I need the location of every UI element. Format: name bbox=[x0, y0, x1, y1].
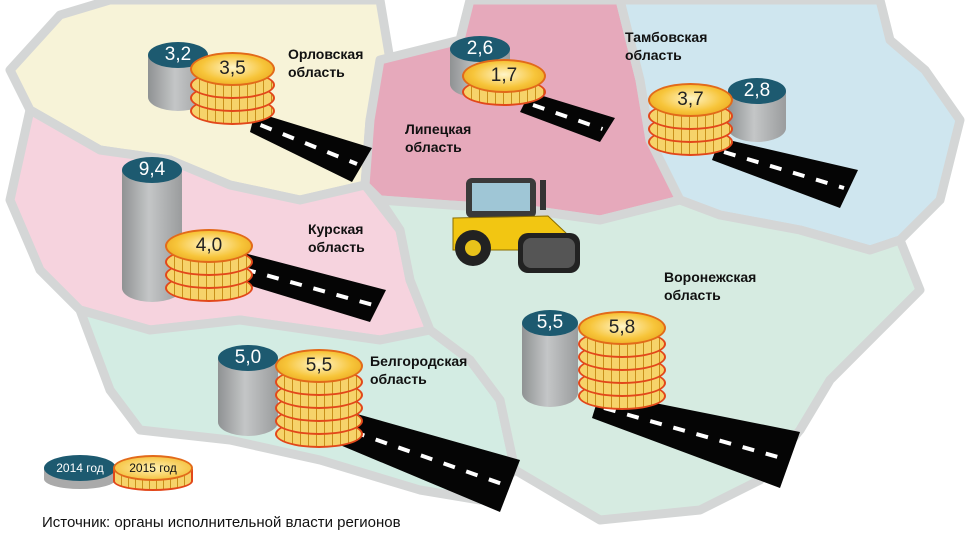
region-suffix: область bbox=[405, 139, 462, 155]
legend-2014-label: 2014 год bbox=[44, 455, 116, 481]
region-name: Липецкая bbox=[405, 121, 472, 137]
value-2015: 5,8 bbox=[578, 311, 666, 345]
road-icon bbox=[232, 252, 386, 322]
value-2014: 5,0 bbox=[218, 345, 278, 371]
bar-2015: 4,0 bbox=[165, 229, 253, 302]
region-suffix: область bbox=[370, 371, 427, 387]
region-label: Воронежская область bbox=[664, 268, 756, 304]
value-2014: 5,5 bbox=[522, 310, 578, 336]
region-suffix: область bbox=[308, 239, 365, 255]
value-2014: 3,2 bbox=[148, 42, 208, 68]
cylinder-body bbox=[522, 323, 578, 408]
region-name: Курская bbox=[308, 221, 364, 237]
cylinder-body bbox=[218, 358, 278, 437]
bar-2015: 3,5 bbox=[190, 52, 275, 125]
legend-2015-label: 2015 год bbox=[113, 455, 193, 481]
road-marking bbox=[723, 150, 845, 190]
bar-2015: 3,7 bbox=[648, 83, 733, 156]
value-2015: 5,5 bbox=[275, 349, 363, 383]
road-icon bbox=[340, 412, 520, 512]
region-label: Липецкая область bbox=[405, 120, 471, 156]
source-note: Источник: органы исполнительной власти р… bbox=[42, 514, 401, 531]
region-suffix: область bbox=[288, 64, 345, 80]
value-2015: 4,0 bbox=[165, 229, 253, 263]
value-2015: 3,5 bbox=[190, 52, 275, 86]
region-suffix: область bbox=[625, 47, 682, 63]
region-label: Тамбовская область bbox=[625, 28, 707, 64]
road-marking bbox=[259, 123, 358, 166]
region-name: Воронежская bbox=[664, 269, 757, 285]
bar-2015: 5,8 bbox=[578, 311, 666, 410]
region-suffix: область bbox=[664, 287, 721, 303]
region-name: Белгородская bbox=[370, 353, 468, 369]
region-name: Тамбовская bbox=[625, 29, 708, 45]
bar-2014: 2,8 bbox=[728, 78, 786, 143]
road-roller-icon bbox=[452, 178, 580, 273]
value-2014: 2,6 bbox=[450, 36, 510, 62]
bar-2014: 5,0 bbox=[218, 345, 278, 437]
legend-2014: 2014 год bbox=[44, 455, 116, 489]
road-icon bbox=[520, 92, 615, 142]
value-2014: 9,4 bbox=[122, 157, 182, 183]
road-icon bbox=[712, 138, 858, 208]
region-name: Орловская bbox=[288, 46, 364, 62]
value-2014: 2,8 bbox=[728, 78, 786, 104]
region-label: Курская область bbox=[308, 220, 365, 256]
road-marking bbox=[603, 406, 786, 461]
value-2015: 1,7 bbox=[462, 59, 546, 93]
bar-2015: 5,5 bbox=[275, 349, 363, 448]
road-icon bbox=[592, 392, 800, 488]
bar-2014: 5,5 bbox=[522, 310, 578, 408]
road-marking bbox=[352, 429, 506, 487]
legend-2015: 2015 год bbox=[113, 455, 193, 491]
value-2015: 3,7 bbox=[648, 83, 733, 117]
region-label: Орловская область bbox=[288, 45, 363, 81]
region-label: Белгородская область bbox=[370, 352, 467, 388]
bar-2015: 1,7 bbox=[462, 59, 546, 106]
